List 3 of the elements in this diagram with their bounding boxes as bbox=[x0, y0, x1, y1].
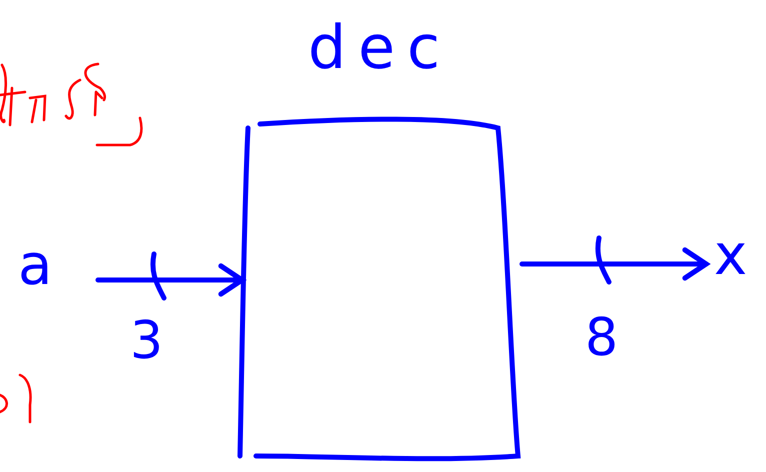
block-title: dec bbox=[308, 18, 452, 78]
signal-name: a bbox=[18, 238, 52, 294]
signal-name: x bbox=[714, 228, 748, 284]
